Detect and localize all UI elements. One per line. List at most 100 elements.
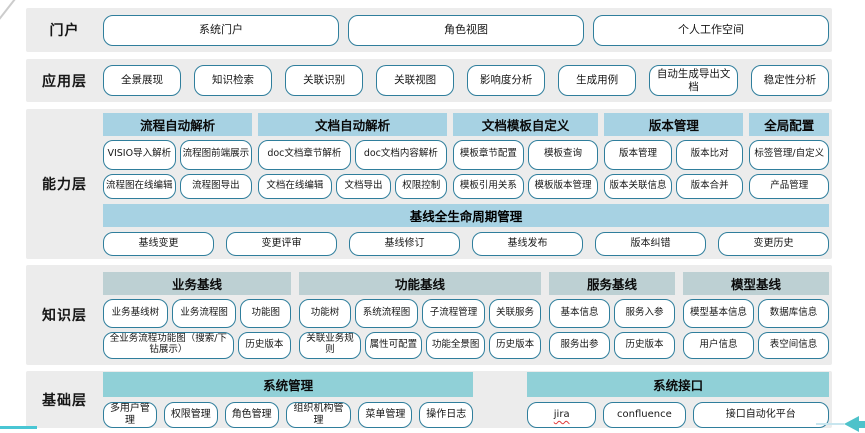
layer-portal: 门户 系统门户 角色视图 个人工作空间: [26, 8, 832, 52]
diagram-box: 全景展现: [103, 65, 182, 96]
diagram-box: 标签管理/自定义: [749, 139, 829, 170]
diagram-box: 多用户管理: [103, 401, 157, 428]
diagram-box: 版本纠错: [595, 231, 706, 256]
layer-capability: 能力层 流程自动解析 VISIO导入解析 流程图前端展示 流程图在线编辑 流程图…: [26, 109, 832, 259]
diagram-box: 业务基线树: [103, 298, 168, 328]
group-header: 服务基线: [549, 271, 675, 295]
diagram-box: 模板版本管理: [527, 173, 599, 199]
diagram-box: 权限控制: [395, 173, 448, 199]
diagram-box: 文档导出: [335, 173, 392, 199]
layer-application: 应用层 全景展现 知识检索 关联识别 关联视图 影响度分析 生成用例 自动生成导…: [26, 59, 832, 102]
diagram-box: 模板章节配置: [453, 139, 524, 170]
group-header: 基线全生命周期管理: [103, 203, 829, 227]
diagram-box: 模型基本信息: [683, 298, 754, 328]
diagram-box: 功能图: [240, 298, 292, 328]
capability-group: 流程自动解析 VISIO导入解析 流程图前端展示 流程图在线编辑 流程图导出: [103, 112, 253, 199]
diagram-box: 角色视图: [348, 14, 584, 46]
diagram-box: 系统流程图: [355, 298, 418, 328]
diagram-box: 子流程管理: [422, 298, 485, 328]
diagram-box: 个人工作空间: [593, 14, 829, 46]
diagram-box: 历史版本: [237, 331, 291, 359]
bottom-left-line-decoration: [0, 426, 37, 429]
group-header: 系统接口: [527, 371, 829, 397]
diagram-box: 关联服务: [489, 298, 541, 328]
diagram-box: 全业务流程功能图（搜索/下钻展示）: [103, 331, 234, 359]
diagram-box: 基线修订: [349, 231, 460, 256]
diagram-box: 服务出参: [549, 331, 610, 359]
diagram-box: 关联业务规则: [299, 331, 361, 359]
diagram-box: 服务入参: [614, 298, 675, 328]
diagram-box: doc文档内容解析: [354, 139, 448, 170]
diagram-box: 流程图前端展示: [179, 139, 253, 170]
layer-label: 能力层: [42, 177, 87, 193]
group-header: 模型基线: [683, 271, 829, 295]
diagram-box: VISIO导入解析: [103, 139, 176, 170]
diagram-box: 功能树: [299, 298, 351, 328]
layer-label: 应用层: [42, 73, 87, 90]
knowledge-group: 功能基线 功能树 系统流程图 子流程管理 关联服务 关联业务规则 属性可配置 功…: [299, 271, 541, 359]
diagram-box: 接口自动化平台: [692, 401, 829, 428]
group-header: 全局配置: [749, 112, 829, 136]
diagram-box: 自动生成导出文档: [649, 65, 739, 96]
group-header: 文档模板自定义: [453, 112, 599, 136]
diagram-box: jira: [527, 401, 597, 428]
layer-label: 基础层: [42, 392, 87, 409]
diagram-box: 变更历史: [718, 231, 829, 256]
diagram-box: 操作日志: [419, 401, 474, 428]
diagram-box: 流程图在线编辑: [103, 173, 176, 199]
group-header: 业务基线: [103, 271, 291, 295]
diagram-box: 角色管理: [224, 401, 279, 428]
layer-label: 门户: [49, 23, 80, 39]
layer-foundation: 基础层 系统管理 多用户管理 权限管理 角色管理 组织机构管理 菜单管理 操作日…: [26, 371, 832, 428]
diagram-box: 数据库信息: [758, 298, 829, 328]
diagram-box: 权限管理: [163, 401, 218, 428]
diagram-box: 稳定性分析: [751, 65, 830, 96]
diagram-box: 模板引用关系: [453, 173, 524, 199]
group-header: 系统管理: [103, 371, 474, 397]
diagram-box: 影响度分析: [467, 65, 546, 96]
diagram-box: 历史版本: [614, 331, 675, 359]
diagram-box: 基线发布: [472, 231, 583, 256]
diagram-box: 业务流程图: [171, 298, 237, 328]
group-header: 版本管理: [604, 112, 744, 136]
diagram-box: 关联视图: [376, 65, 455, 96]
diagram-box: 产品管理: [749, 173, 829, 199]
diagram-box: 模板查询: [527, 139, 599, 170]
layer-knowledge: 知识层 业务基线 业务基线树 业务流程图 功能图 全业务流程功能图（搜索/下钻展…: [26, 265, 832, 365]
group-header: 文档自动解析: [258, 112, 448, 136]
diagram-box: 知识检索: [194, 65, 273, 96]
layer-label: 知识层: [42, 308, 87, 324]
capability-group: 全局配置 标签管理/自定义 产品管理: [749, 112, 829, 199]
diagram-box: 生成用例: [558, 65, 637, 96]
capability-group: 文档模板自定义 模板章节配置 模板查询 模板引用关系 模板版本管理: [453, 112, 599, 199]
arrow-left-icon: [816, 416, 865, 432]
diagram-box: 组织机构管理: [285, 401, 352, 428]
diagram-box: 属性可配置: [365, 331, 422, 359]
group-header: 流程自动解析: [103, 112, 253, 136]
diagram-box: 变更评审: [226, 231, 337, 256]
group-header: 功能基线: [299, 271, 541, 295]
knowledge-group: 模型基线 模型基本信息 数据库信息 用户信息 表空间信息: [683, 271, 829, 359]
diagram-box: 历史版本: [489, 331, 541, 359]
diagram-box: 功能全景图: [425, 331, 486, 359]
capability-group: 文档自动解析 doc文档章节解析 doc文档内容解析 文档在线编辑 文档导出 权…: [258, 112, 448, 199]
diagram-box: 用户信息: [683, 331, 754, 359]
page-corner-fold-decoration: [0, 0, 18, 20]
diagram-box: 版本合并: [675, 173, 744, 199]
diagram-box: 菜单管理: [358, 401, 413, 428]
diagram-box: 关联识别: [285, 65, 364, 96]
diagram-box: 文档在线编辑: [258, 173, 332, 199]
knowledge-group: 业务基线 业务基线树 业务流程图 功能图 全业务流程功能图（搜索/下钻展示） 历…: [103, 271, 292, 359]
capability-group: 版本管理 版本管理 版本比对 版本关联信息 版本合并: [604, 112, 744, 199]
diagram-box: 版本比对: [675, 139, 744, 170]
diagram-box: 系统门户: [103, 14, 339, 46]
diagram-box: 版本关联信息: [604, 173, 672, 199]
diagram-box: 表空间信息: [758, 331, 829, 359]
diagram-box: doc文档章节解析: [258, 139, 351, 170]
diagram-box: 基本信息: [549, 298, 610, 328]
diagram-box: 基线变更: [103, 231, 214, 256]
diagram-box: 流程图导出: [179, 173, 253, 199]
foundation-group: 系统接口 jira confluence 接口自动化平台: [527, 371, 829, 428]
diagram-box: confluence: [603, 401, 686, 428]
